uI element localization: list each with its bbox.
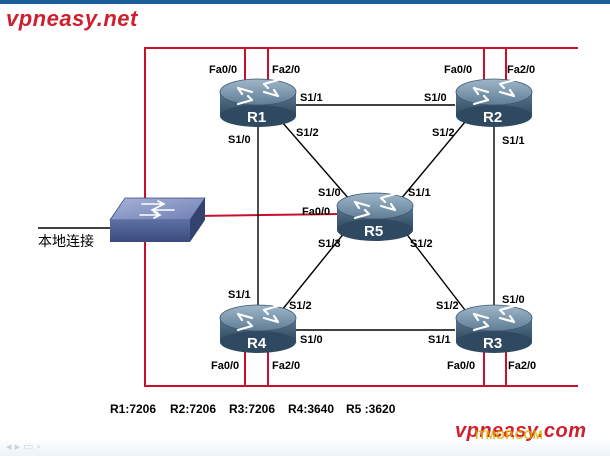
router-label-R1: R1 [247,109,266,126]
if-r4-s10: S1/0 [300,334,323,346]
router-R4[interactable]: R4 [218,303,298,355]
footer-band [0,438,610,456]
if-r5-s11: S1/1 [408,187,431,199]
if-r1-fa20: Fa2/0 [272,64,300,76]
if-r2-s10: S1/0 [424,92,447,104]
if-r3-fa00: Fa0/0 [447,360,475,372]
if-r3-fa20: Fa2/0 [508,360,536,372]
router-R5[interactable]: R5 [335,191,415,243]
router-label-R2: R2 [483,109,502,126]
if-r4-s11: S1/1 [228,289,251,301]
watermark-logo: ITMOP.COM [475,428,543,442]
if-r1-fa00: Fa0/0 [209,64,237,76]
serial-links [257,104,495,331]
if-r5-fa00: Fa0/0 [302,206,330,218]
logo-bottom: vpneasy.com [455,420,587,442]
model-r2: R2:7206 [170,402,216,416]
local-connection-label: 本地连接 [38,233,94,250]
if-r2-fa00: Fa0/0 [444,64,472,76]
if-r3-s12: S1/2 [436,300,459,312]
if-r3-s10: S1/0 [502,294,525,306]
if-r2-fa20: Fa2/0 [507,64,535,76]
model-r1: R1:7206 [110,402,156,416]
router-R1[interactable]: R1 [218,77,298,129]
slide-nav-icons[interactable]: ◂ ▸ ▭ ▫ [6,441,41,453]
if-r4-s12: S1/2 [289,300,312,312]
if-r1-s10: S1/0 [228,134,251,146]
switch-icon[interactable] [109,197,206,242]
model-r5: R5 :3620 [346,402,396,416]
top-bar [0,0,610,4]
if-r1-s11: S1/1 [300,92,323,104]
router-label-R3: R3 [483,335,502,352]
router-label-R5: R5 [364,223,383,240]
router-R2[interactable]: R2 [454,77,534,129]
router-label-R4: R4 [247,335,267,352]
if-r4-fa00: Fa0/0 [211,360,239,372]
if-r3-s11: S1/1 [428,334,451,346]
if-r2-s11: S1/1 [502,135,525,147]
logo-top: vpneasy.net [6,6,138,31]
if-r5-s12: S1/2 [410,238,433,250]
if-r1-s12: S1/2 [296,127,319,139]
if-r4-fa20: Fa2/0 [272,360,300,372]
if-r5-s10: S1/0 [318,187,341,199]
model-r3: R3:7206 [229,402,275,416]
model-r4: R4:3640 [288,402,334,416]
if-r5-s13: S1/3 [318,238,341,250]
router-R3[interactable]: R3 [454,303,534,355]
if-r2-s12: S1/2 [432,127,455,139]
